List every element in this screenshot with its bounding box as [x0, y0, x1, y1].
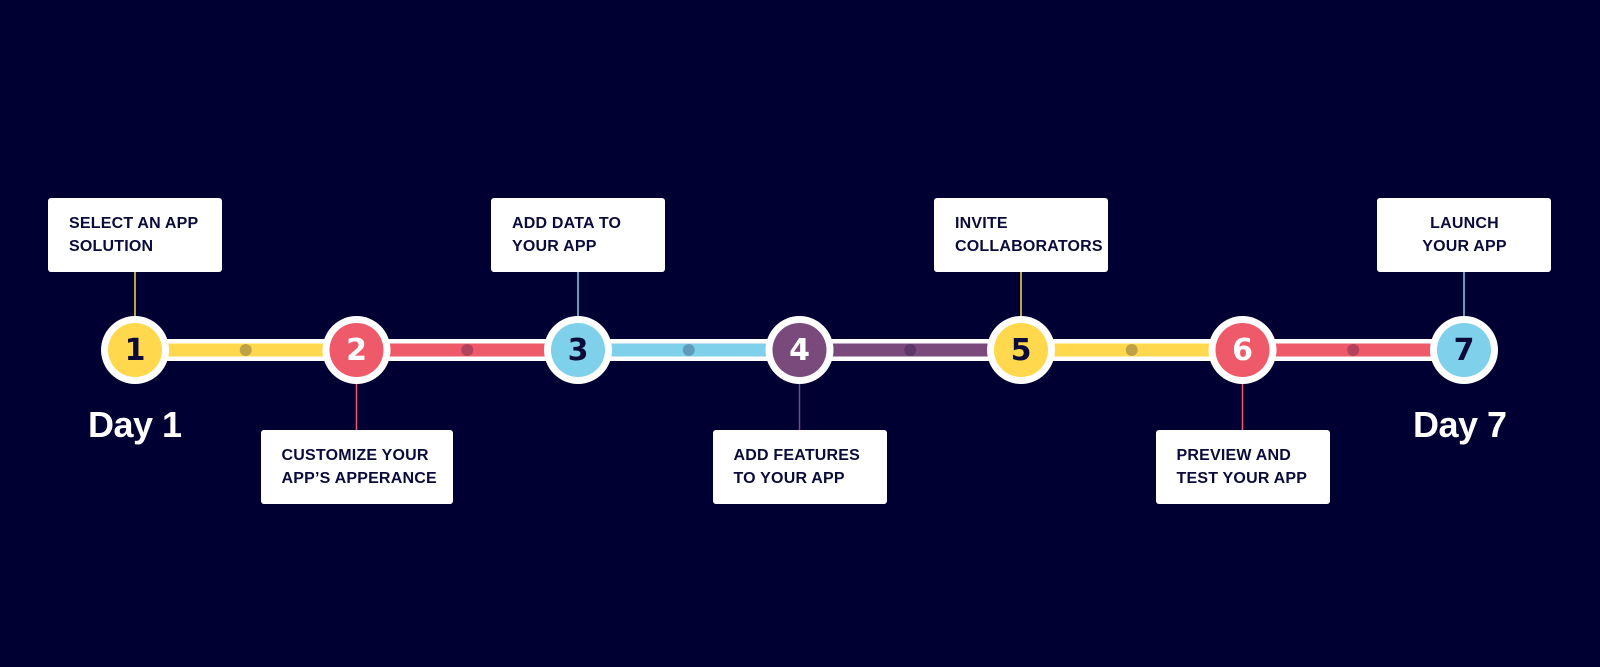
segment-dot-shade-4 — [904, 344, 917, 356]
step-number-4: 4 — [789, 333, 810, 368]
step-card-6: PREVIEW AND TEST YOUR APP — [1155, 430, 1330, 504]
step-card-4: ADD FEATURES TO YOUR APP — [712, 430, 887, 504]
segment-dot-2 — [461, 344, 474, 356]
segment-dot-shade-3 — [682, 344, 695, 356]
step-card-5: INVITE COLLABORATORS — [934, 198, 1108, 272]
day-start-label: Day 1 — [88, 404, 182, 445]
step-circle-1 — [108, 323, 162, 377]
step-card-3-line-1: ADD DATA TO — [512, 215, 622, 232]
segment-dot-shade-2 — [461, 344, 474, 356]
step-card-5-line-1: INVITE — [955, 215, 1008, 232]
step-number-7: 7 — [1454, 333, 1475, 368]
step-card-1: SELECT AN APP SOLUTION — [48, 198, 222, 272]
segment-dot-6 — [1347, 344, 1360, 356]
step-circle-7 — [1437, 323, 1491, 377]
segment-dot-shade-6 — [1347, 344, 1360, 356]
step-circle-2 — [329, 323, 384, 377]
step-card-7-line-2: YOUR APP — [1422, 238, 1507, 255]
step-number-5: 5 — [1011, 333, 1032, 368]
segment-dot-5 — [1125, 344, 1138, 356]
step-card-5-line-2: COLLABORATORS — [955, 238, 1103, 255]
step-circle-6 — [1215, 323, 1270, 377]
step-card-3-line-2: YOUR APP — [512, 238, 597, 255]
step-card-7: LAUNCH YOUR APP — [1377, 198, 1551, 272]
step-card-6-line-1: PREVIEW AND — [1176, 447, 1292, 464]
step-circle-3 — [551, 323, 605, 377]
step-card-1-line-1: SELECT AN APP — [69, 215, 199, 232]
step-card-2-line-2: APP’S APPERANCE — [281, 470, 437, 487]
step-circle-4 — [772, 323, 827, 377]
step-number-2: 2 — [346, 333, 367, 368]
step-card-2: CUSTOMIZE YOUR APP’S APPERANCE — [260, 430, 453, 504]
segment-dot-1 — [239, 344, 252, 356]
step-circle-5 — [994, 323, 1048, 377]
step-card-3: ADD DATA TO YOUR APP — [491, 198, 665, 272]
step-card-2-line-1: CUSTOMIZE YOUR — [281, 447, 429, 464]
step-number-3: 3 — [568, 333, 589, 368]
step-card-1-line-2: SOLUTION — [69, 238, 154, 255]
segment-dot-3 — [682, 344, 695, 356]
step-number-6: 6 — [1232, 333, 1253, 368]
step-number-1: 1 — [125, 333, 146, 368]
step-card-6-line-2: TEST YOUR APP — [1176, 470, 1308, 487]
segment-dot-shade-1 — [239, 344, 252, 356]
step-card-4-line-1: ADD FEATURES — [733, 447, 861, 464]
step-card-4-line-2: TO YOUR APP — [733, 470, 845, 487]
step-card-7-line-1: LAUNCH — [1430, 215, 1499, 232]
segment-dot-4 — [904, 344, 917, 356]
segment-dot-shade-5 — [1125, 344, 1138, 356]
day-end-label: Day 7 — [1413, 404, 1507, 445]
